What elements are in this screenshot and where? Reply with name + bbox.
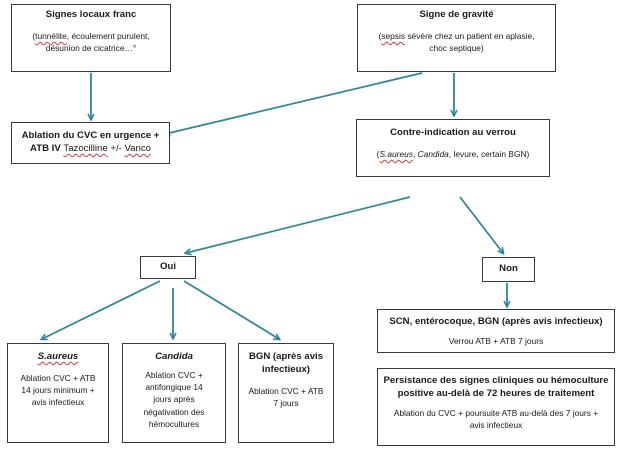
arrow-contre-to-non (459, 196, 503, 253)
box-candida-line4: négativation des (143, 406, 205, 417)
box-contre-indication-detail: (S.aureus, Candida, levure, certain BGN) (376, 148, 530, 159)
box-ablation-line2: ATB IV Tazocilline +/- Vanco (30, 142, 151, 154)
box-ablation-urgence: Ablation du CVC en urgence + ATB IV Tazo… (11, 122, 170, 164)
box-signes-locaux-detail: (tunnélite, écoulement purulent, (32, 30, 150, 41)
box-bgn-line1: Ablation CVC + ATB (248, 385, 324, 396)
box-oui-label: Oui (160, 261, 176, 272)
box-signe-gravite: Signe de gravité (sepsis sévère chez un … (357, 4, 556, 72)
box-candida-title: Candida (155, 351, 193, 362)
box-bgn: BGN (après avis infectieux) Ablation CVC… (238, 343, 334, 443)
box-signe-gravite-detail: (sepsis sévère chez un patient en aplasi… (378, 30, 535, 41)
box-saureus-title: S.aureus (37, 351, 79, 362)
box-bgn-title2: infectieux) (262, 363, 310, 375)
box-candida-line5: hémocultures (148, 418, 200, 429)
box-oui: Oui (140, 256, 196, 279)
box-signes-locaux: Signes locaux franc (tunnélite, écouleme… (11, 4, 171, 72)
box-persistance: Persistance des signes cliniques ou hémo… (377, 368, 615, 446)
box-saureus-line3: avis infectieux (31, 397, 85, 408)
box-scn: SCN, entérocoque, BGN (après avis infect… (377, 309, 615, 353)
box-contre-indication-title: Contre-indication au verrou (390, 127, 516, 138)
box-saureus-line2: 14 jours minimum + (21, 385, 95, 396)
box-candida: Candida Ablation CVC + antifongique 14 j… (122, 343, 226, 443)
arrow-oui-to-saureus (42, 280, 161, 339)
box-saureus: S.aureus Ablation CVC + ATB 14 jours min… (7, 343, 109, 443)
box-persistance-line1: Ablation du CVC + poursuite ATB au-delà … (393, 407, 599, 418)
box-ablation-line1: Ablation du CVC en urgence + (21, 130, 160, 141)
box-non-label: Non (499, 263, 518, 274)
box-signes-locaux-detail-2: désunion de cicatrice…° (45, 43, 137, 54)
box-persistance-title1: Persistance des signes cliniques ou hémo… (383, 375, 609, 386)
box-persistance-line2: avis infectieux (469, 420, 523, 431)
box-signe-gravite-title: Signe de gravité (419, 9, 494, 20)
box-scn-title: SCN, entérocoque, BGN (après avis infect… (389, 316, 603, 327)
arrow-oui-to-bgn (183, 280, 279, 339)
arrow-contre-to-oui (186, 196, 411, 253)
box-bgn-title1: BGN (après avis (248, 351, 324, 362)
box-candida-line2: antifongique 14 (145, 382, 203, 393)
box-persistance-title2: positive au-delà de 72 heures de traitem… (397, 387, 595, 399)
box-candida-line1: Ablation CVC + (145, 369, 203, 380)
box-bgn-line2: 7 jours (273, 398, 299, 409)
box-scn-line1: Verrou ATB + ATB 7 jours (448, 335, 544, 346)
box-non: Non (482, 257, 535, 282)
arrow-gravite-to-ablation (165, 72, 423, 134)
box-signe-gravite-detail-2: choc septique) (429, 43, 484, 54)
box-candida-line3: jours après (153, 394, 195, 405)
box-saureus-line1: Ablation CVC + ATB (20, 372, 96, 383)
box-signes-locaux-title: Signes locaux franc (45, 9, 137, 20)
box-contre-indication: Contre-indication au verrou (S.aureus, C… (356, 119, 550, 177)
